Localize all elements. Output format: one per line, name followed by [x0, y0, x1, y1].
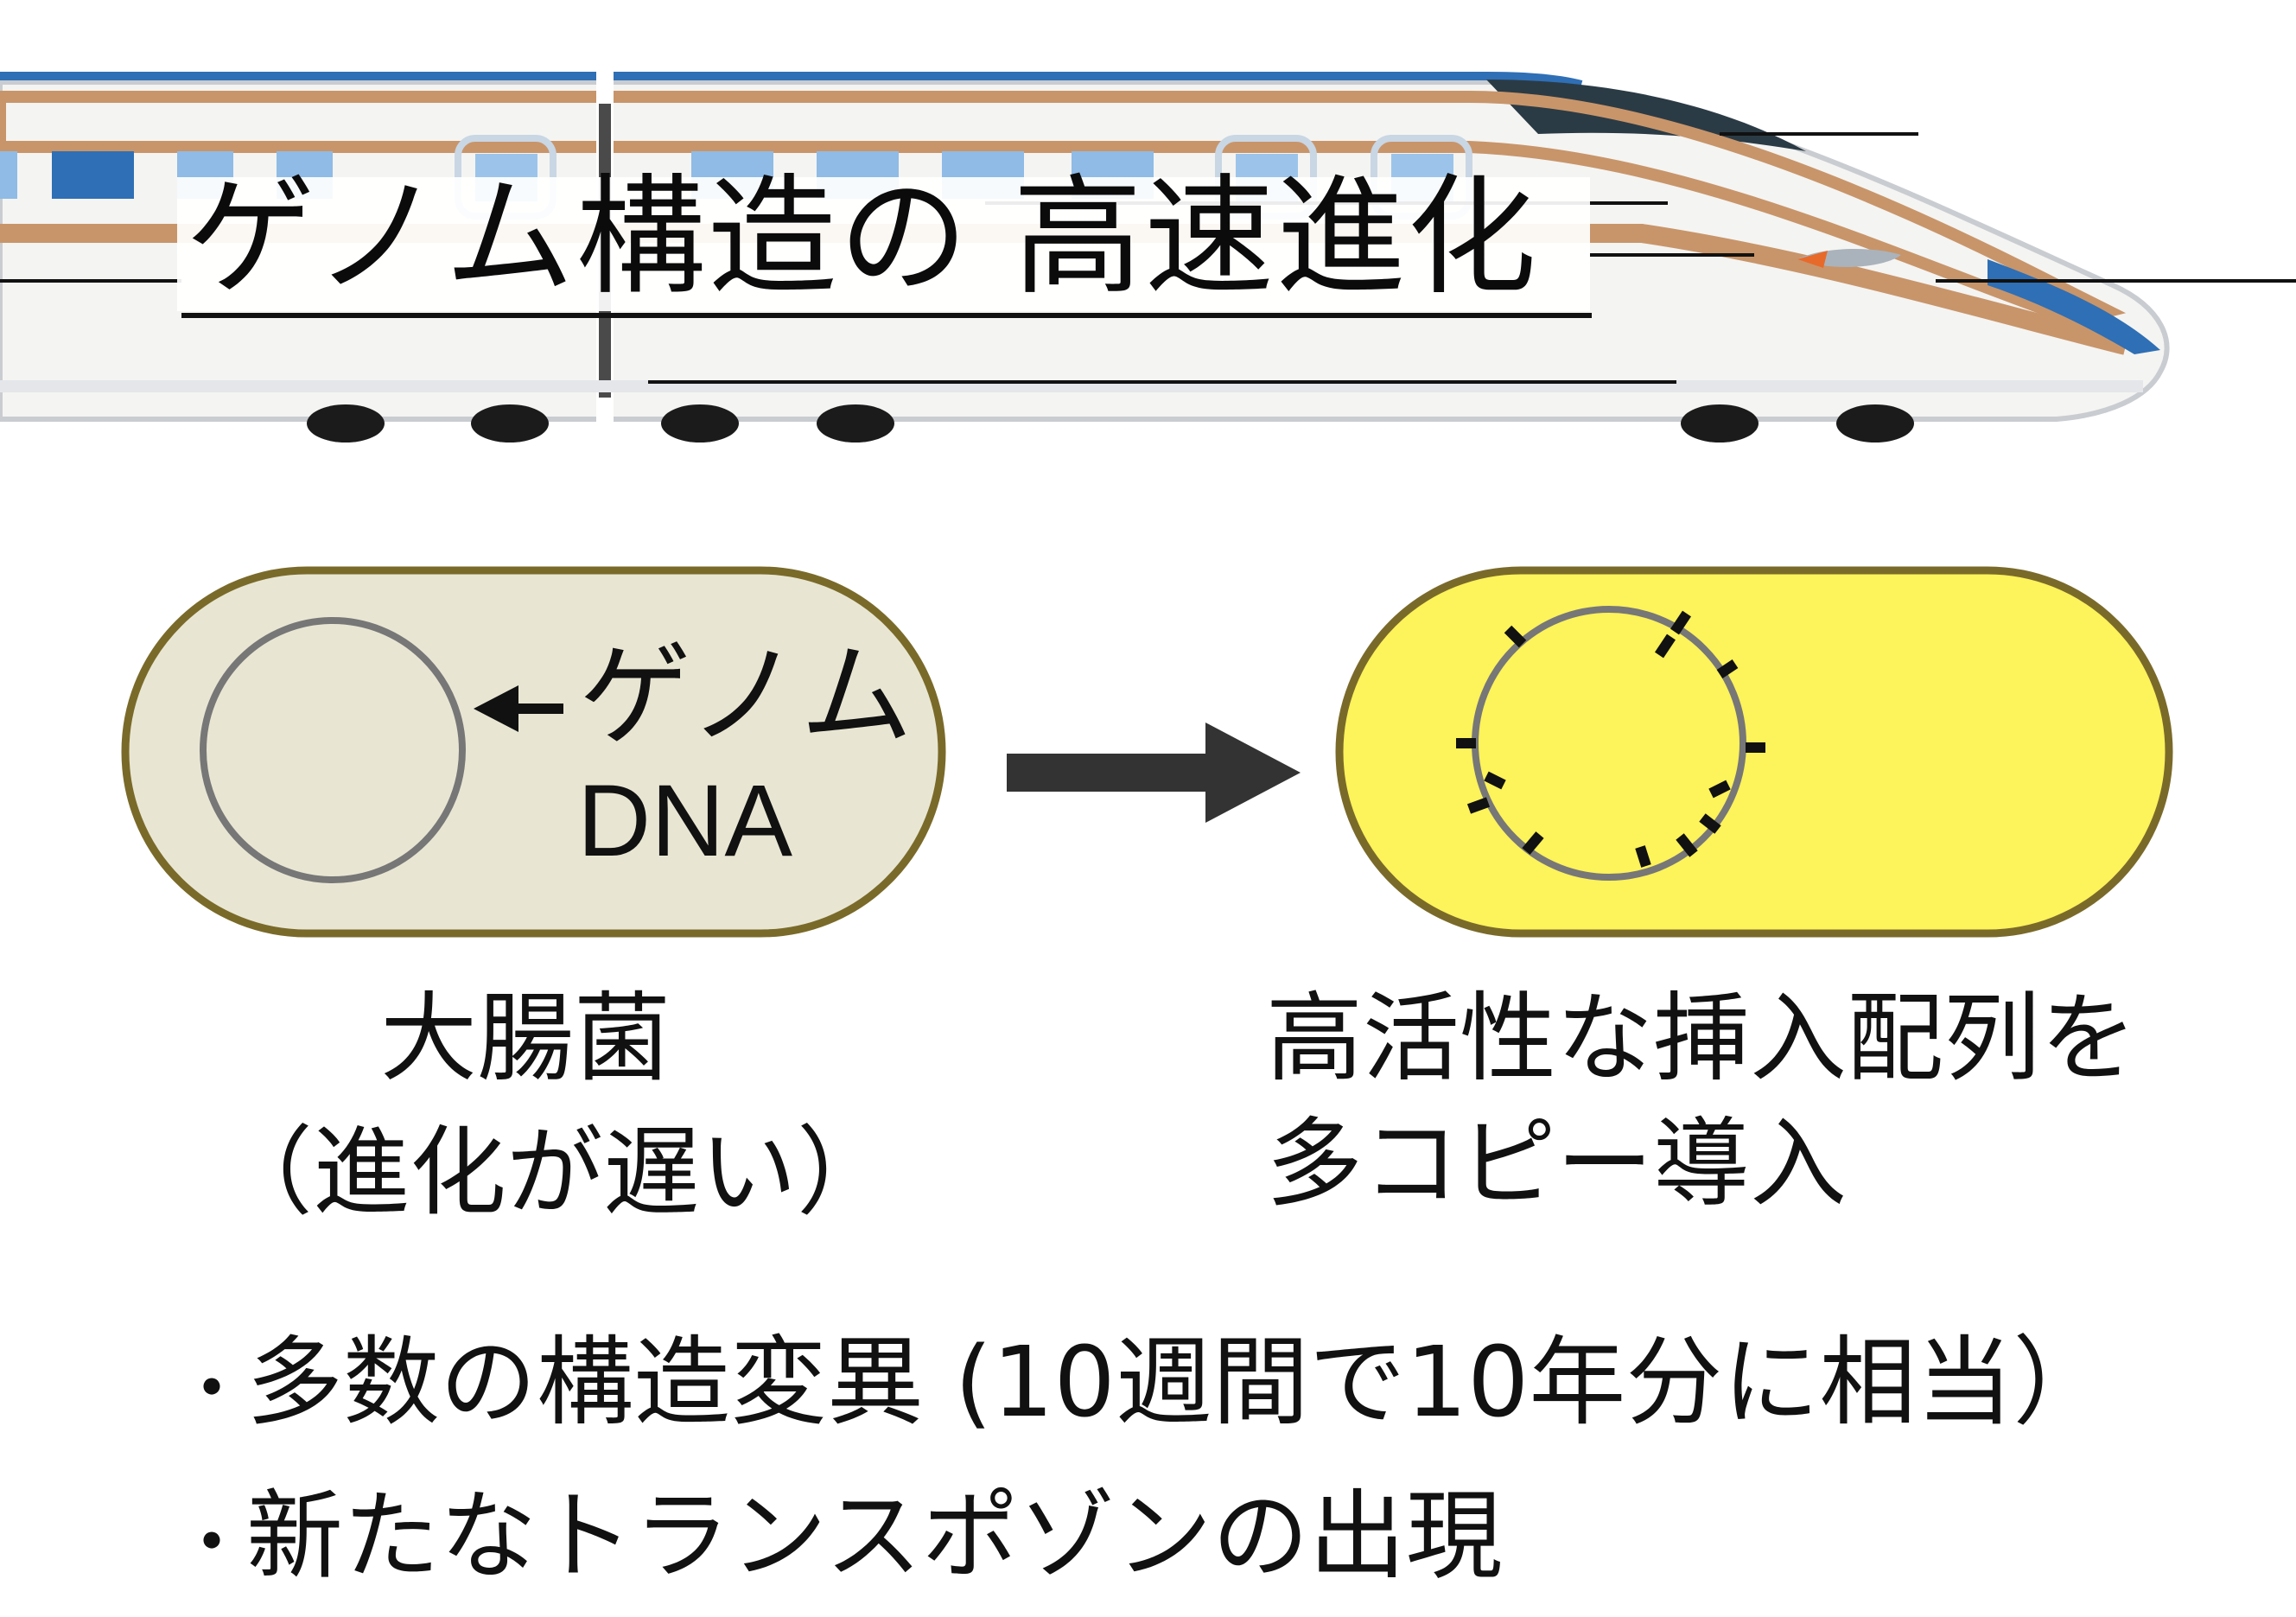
transition-arrow: [1007, 723, 1301, 823]
genome-pointer-arrow: [474, 685, 563, 732]
train-wheels: [307, 404, 1914, 442]
train-roof: [0, 72, 1583, 89]
insertion-description-line1: 高活性な挿入配列を: [1266, 983, 2137, 1095]
title-underline: [181, 313, 1592, 318]
bullet-item: ・多数の構造変異 (10週間で10年分に相当）: [173, 1309, 2109, 1463]
ecoli-cell-left: [121, 566, 946, 938]
dna-label: DNA: [577, 764, 793, 878]
genome-circle-left: [200, 617, 466, 883]
insertion-description-line2: 多コピー導入: [1266, 1108, 1847, 1220]
speed-lines: [0, 132, 2296, 384]
bullet-text: 多数の構造変異 (10週間で10年分に相当）: [246, 1327, 2110, 1439]
insertion-sequence-marks: [1456, 610, 1765, 868]
train-lower-stripe: [0, 224, 2128, 355]
genome-label: ゲノム: [579, 630, 913, 761]
train-nose-tip: [1797, 251, 1828, 268]
title-background: [177, 177, 1590, 311]
page-title: ゲノム構造の 高速進化: [186, 162, 1539, 313]
ecoli-name-label: 大腸菌: [380, 983, 671, 1095]
ecoli-note-label: （進化が遅い）: [216, 1117, 894, 1229]
train-nose-blue: [1988, 259, 2160, 354]
bullet-symbol: ・: [173, 1498, 251, 1588]
result-bullet-list: ・多数の構造変異 (10週間で10年分に相当） ・新たなトランスポゾンの出現: [173, 1309, 2109, 1617]
bullet-item: ・新たなトランスポゾンの出現: [173, 1463, 2109, 1617]
bullet-text: 新たなトランスポゾンの出現: [246, 1480, 1503, 1593]
bullet-symbol: ・: [173, 1344, 251, 1435]
